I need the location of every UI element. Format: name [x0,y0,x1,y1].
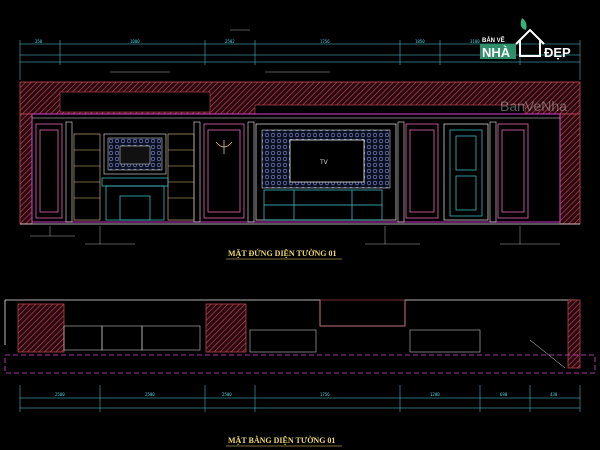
plan-view: 2500 2500 2500 1756 1200 690 430 MẶT BẰN… [4,299,596,447]
bottom-dimension-lines [19,385,581,412]
dim-label: 3100 [470,39,480,44]
plan-niche [319,299,406,327]
plan-wall-right [567,299,581,369]
dim-label: 1756 [320,39,330,44]
leaf-icon [520,18,527,30]
dim-label: 2500 [145,392,155,397]
left-wall-column [19,113,33,225]
tv-label: TV [319,159,329,166]
right-panel-a [405,123,439,219]
dim-label: 1200 [430,392,440,397]
house-icon [515,28,545,57]
tv-wall: TV [255,123,397,221]
left-wall-panel [35,123,63,219]
plan-door-swing [529,339,566,369]
dim-label: 1850 [415,39,425,44]
site-logo: BẢN VẼ NHÀ ĐẸP [480,18,571,60]
watermark-text: BanVeNha [500,98,567,114]
bottom-dimension-labels: 2500 2500 2500 1756 1200 690 430 [55,392,558,397]
elevation-view: 350 1000 2502 1756 1850 3100 [19,29,581,260]
elevation-title: MẶT ĐỨNG DIỆN TƯỜNG 01 [228,248,336,258]
plan-boundary [4,354,596,374]
plan-title: MẶT BẰNG DIỆN TƯỜNG 01 [228,435,335,445]
door [443,123,489,221]
tv-console [263,189,383,221]
logo-badge [480,44,516,59]
ceiling-recess [59,91,211,113]
logo-big-text-1: NHÀ [482,45,511,60]
mirror-frame [103,133,167,175]
fireplace [101,177,169,221]
dim-label: 350 [35,39,43,44]
plan-wall-left [17,303,65,353]
dim-label: 2500 [222,392,232,397]
dim-label: 2502 [225,39,235,44]
pilasters [65,121,497,223]
section-leaders [30,226,560,245]
ceiling-recess-right [254,104,526,115]
dim-label: 2500 [55,392,65,397]
plan-cabinets [63,325,481,353]
dim-label: 1756 [320,392,330,397]
display-cabinet-right [167,133,195,221]
plan-wall-middle [205,303,247,353]
right-wall-column [559,113,581,225]
logo-small-text: BẢN VẼ [482,37,505,44]
elevation-frame [31,113,561,223]
right-panel-b [497,123,529,219]
display-cabinet-left [73,133,101,221]
dim-label: 1000 [130,39,140,44]
logo-big-text-2: ĐẸP [544,45,571,60]
plan-wall-outline [4,299,576,368]
dim-label: 690 [500,392,508,397]
top-dimension-labels: 350 1000 2502 1756 1850 3100 [35,39,480,44]
sconce-panel [203,123,245,219]
dim-label: 430 [550,392,558,397]
tv-screen [289,139,365,183]
